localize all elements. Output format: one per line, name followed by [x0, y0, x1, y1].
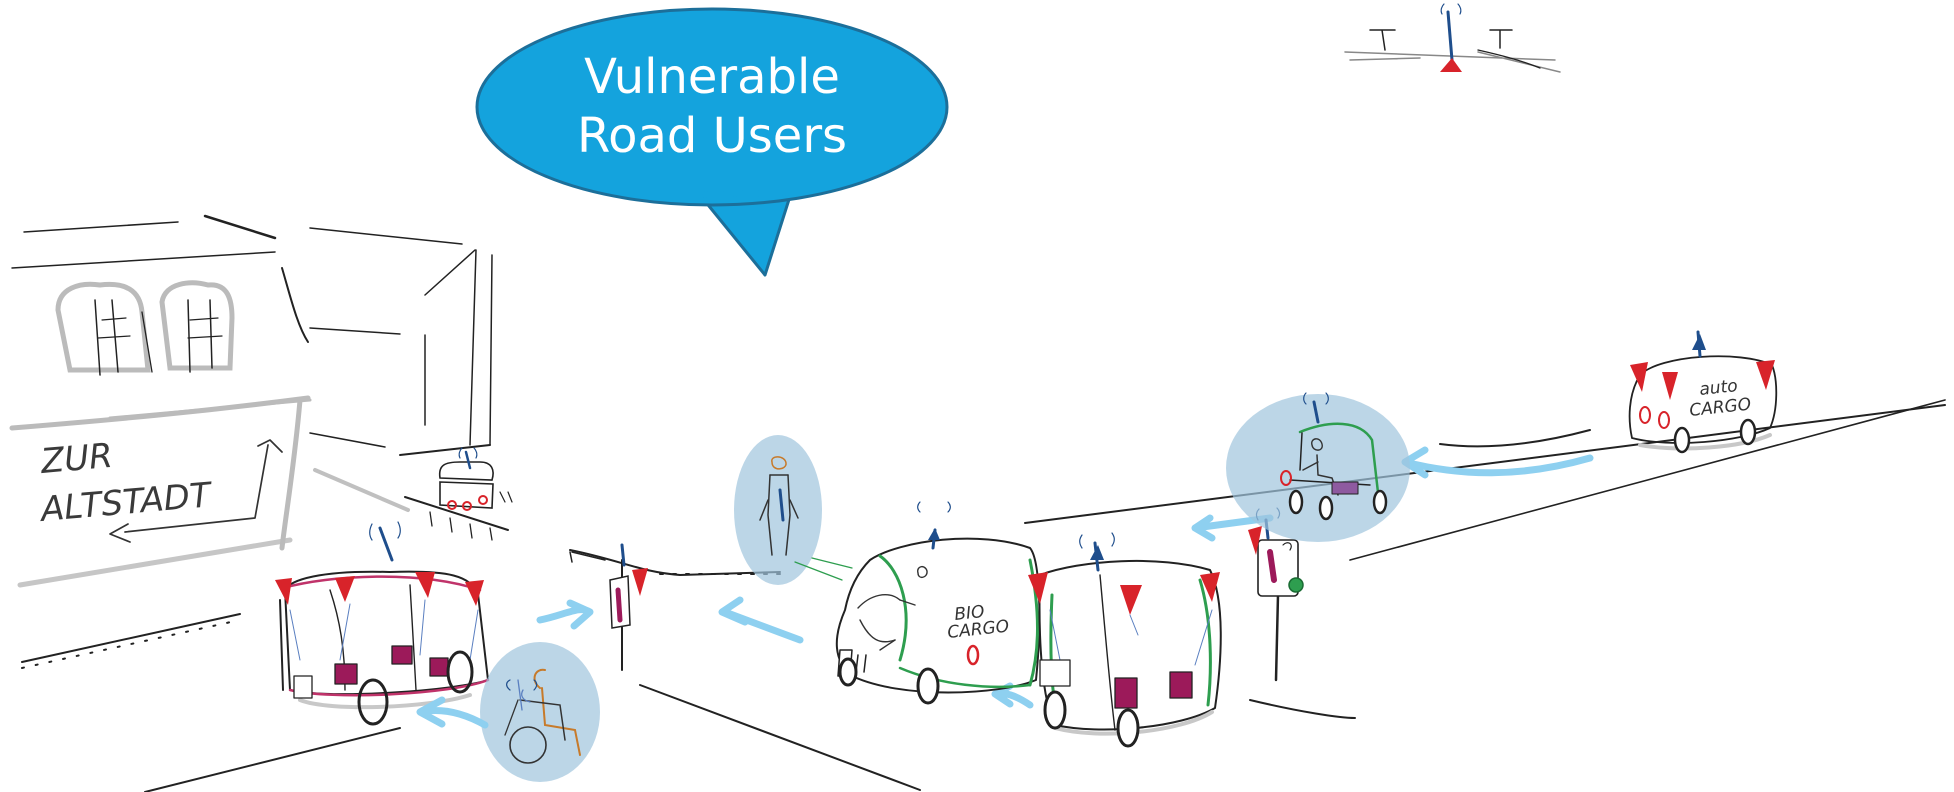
- autonomous-shuttle-icon: [1028, 532, 1222, 748]
- drone-icon: [1344, 3, 1561, 73]
- bio-cargo-label-1: BIO: [953, 602, 985, 625]
- sign-line-1: ZUR: [38, 436, 114, 482]
- sign-line-2: ALTSTADT: [37, 475, 214, 530]
- bubble-line-1: Vulnerable: [584, 49, 840, 105]
- flow-arrow-icon: [718, 596, 804, 644]
- auto-cargo-label-1: auto: [1698, 376, 1738, 400]
- flow-arrows: [416, 446, 1594, 729]
- road-lines: [21, 399, 1946, 792]
- arrow-icon: [109, 439, 283, 543]
- flow-arrow-icon: [416, 696, 489, 729]
- people-mover-shuttle-icon: [275, 521, 490, 726]
- flow-arrow-icon: [536, 599, 594, 630]
- delivery-robot-icon: [438, 447, 513, 511]
- bubble-line-2: Road Users: [577, 108, 847, 164]
- pedestrian-icon: [734, 435, 822, 585]
- speech-bubble: Vulnerable Road Users: [475, 7, 949, 277]
- wheelchair-user-icon: [480, 642, 600, 782]
- scooter-rider-icon: [1226, 392, 1410, 542]
- building-sketch: [11, 214, 509, 588]
- auto-cargo-label-2: CARGO: [1688, 395, 1752, 421]
- window-left: [55, 281, 153, 376]
- traffic-post-icon: [569, 543, 648, 671]
- window-right: [159, 280, 235, 373]
- bio-cargo-van-icon: BIO CARGO: [794, 501, 1041, 705]
- auto-cargo-van-icon: auto CARGO: [1628, 330, 1778, 454]
- direction-sign: ZUR ALTSTADT: [9, 395, 311, 551]
